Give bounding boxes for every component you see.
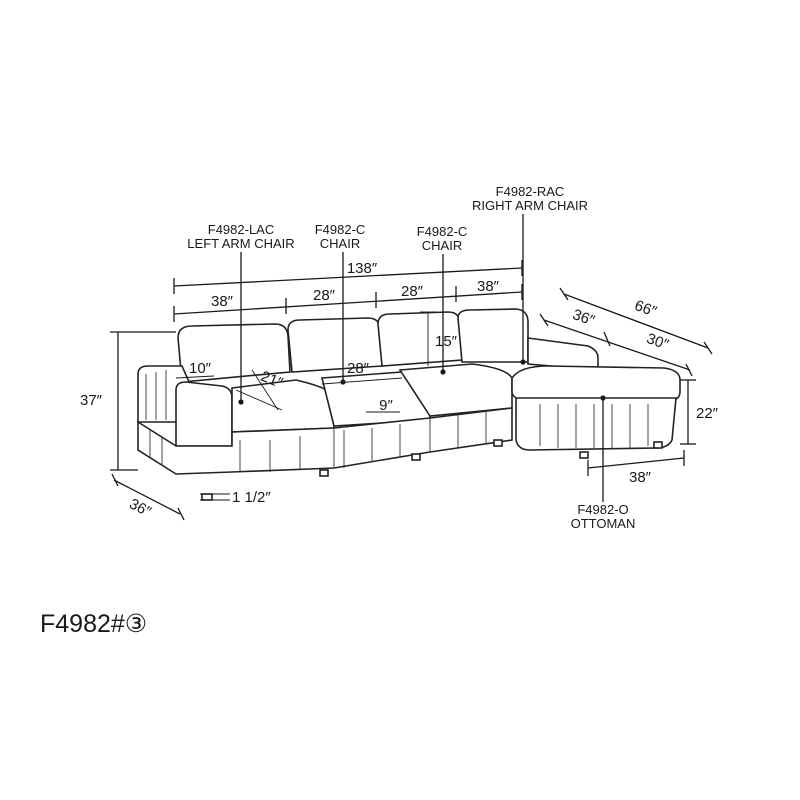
leg-3 (411, 453, 421, 461)
dim-lac-width: 38″ (211, 293, 234, 310)
left-arm-front (175, 381, 233, 447)
dim-ottoman-width: 38″ (629, 469, 652, 486)
sofa-drawing (137, 308, 681, 501)
dim-seat-gap: 9″ (379, 397, 393, 414)
dim-height: 37″ (80, 392, 103, 409)
leader-lines (238, 214, 606, 502)
dim-arm-width: 10″ (189, 360, 212, 377)
lac-name: LEFT ARM CHAIR (187, 236, 294, 251)
model-code: F4982#③ (40, 610, 147, 638)
lac-code: F4982-LAC (208, 222, 274, 237)
dim-leg-height: 1 1/2″ (232, 489, 271, 506)
dim-back-height: 15″ (435, 333, 458, 350)
right-arm (527, 337, 599, 371)
leg-2 (319, 469, 329, 477)
seat-cushion-1 (231, 379, 335, 433)
rac-name: RIGHT ARM CHAIR (472, 198, 588, 213)
seat-cushion-3 (398, 363, 513, 417)
sofa-base (137, 407, 513, 475)
leg-1 (201, 493, 213, 501)
dim-total-width: 138″ (347, 260, 378, 277)
dim-chair2-width: 28″ (401, 283, 424, 300)
rac-code: F4982-RAC (496, 184, 565, 199)
ottoman-top (511, 365, 681, 403)
dim-seat-width: 28″ (347, 360, 370, 377)
dim-rac-width: 38″ (477, 278, 500, 295)
dim-chaise-arm-depth: 36″ (570, 306, 597, 330)
ottoman-leg-1 (579, 451, 589, 459)
dim-ottoman-height: 22″ (696, 405, 719, 422)
leg-4 (493, 439, 503, 447)
back-cushion-4 (457, 308, 529, 363)
chair2-name: CHAIR (422, 238, 462, 253)
dim-chair1-width: 28″ (313, 287, 336, 304)
ottoman-code: F4982-O (577, 502, 628, 517)
ottoman-name: OTTOMAN (571, 516, 636, 531)
dim-chaise-length: 66″ (632, 297, 659, 321)
chair1-code: F4982-C (315, 222, 366, 237)
chair2-code: F4982-C (417, 224, 468, 239)
chair1-name: CHAIR (320, 236, 360, 251)
ottoman-leg-2 (653, 441, 663, 449)
dim-chaise-inner: 30″ (644, 330, 671, 354)
dimension-lines (110, 260, 713, 521)
